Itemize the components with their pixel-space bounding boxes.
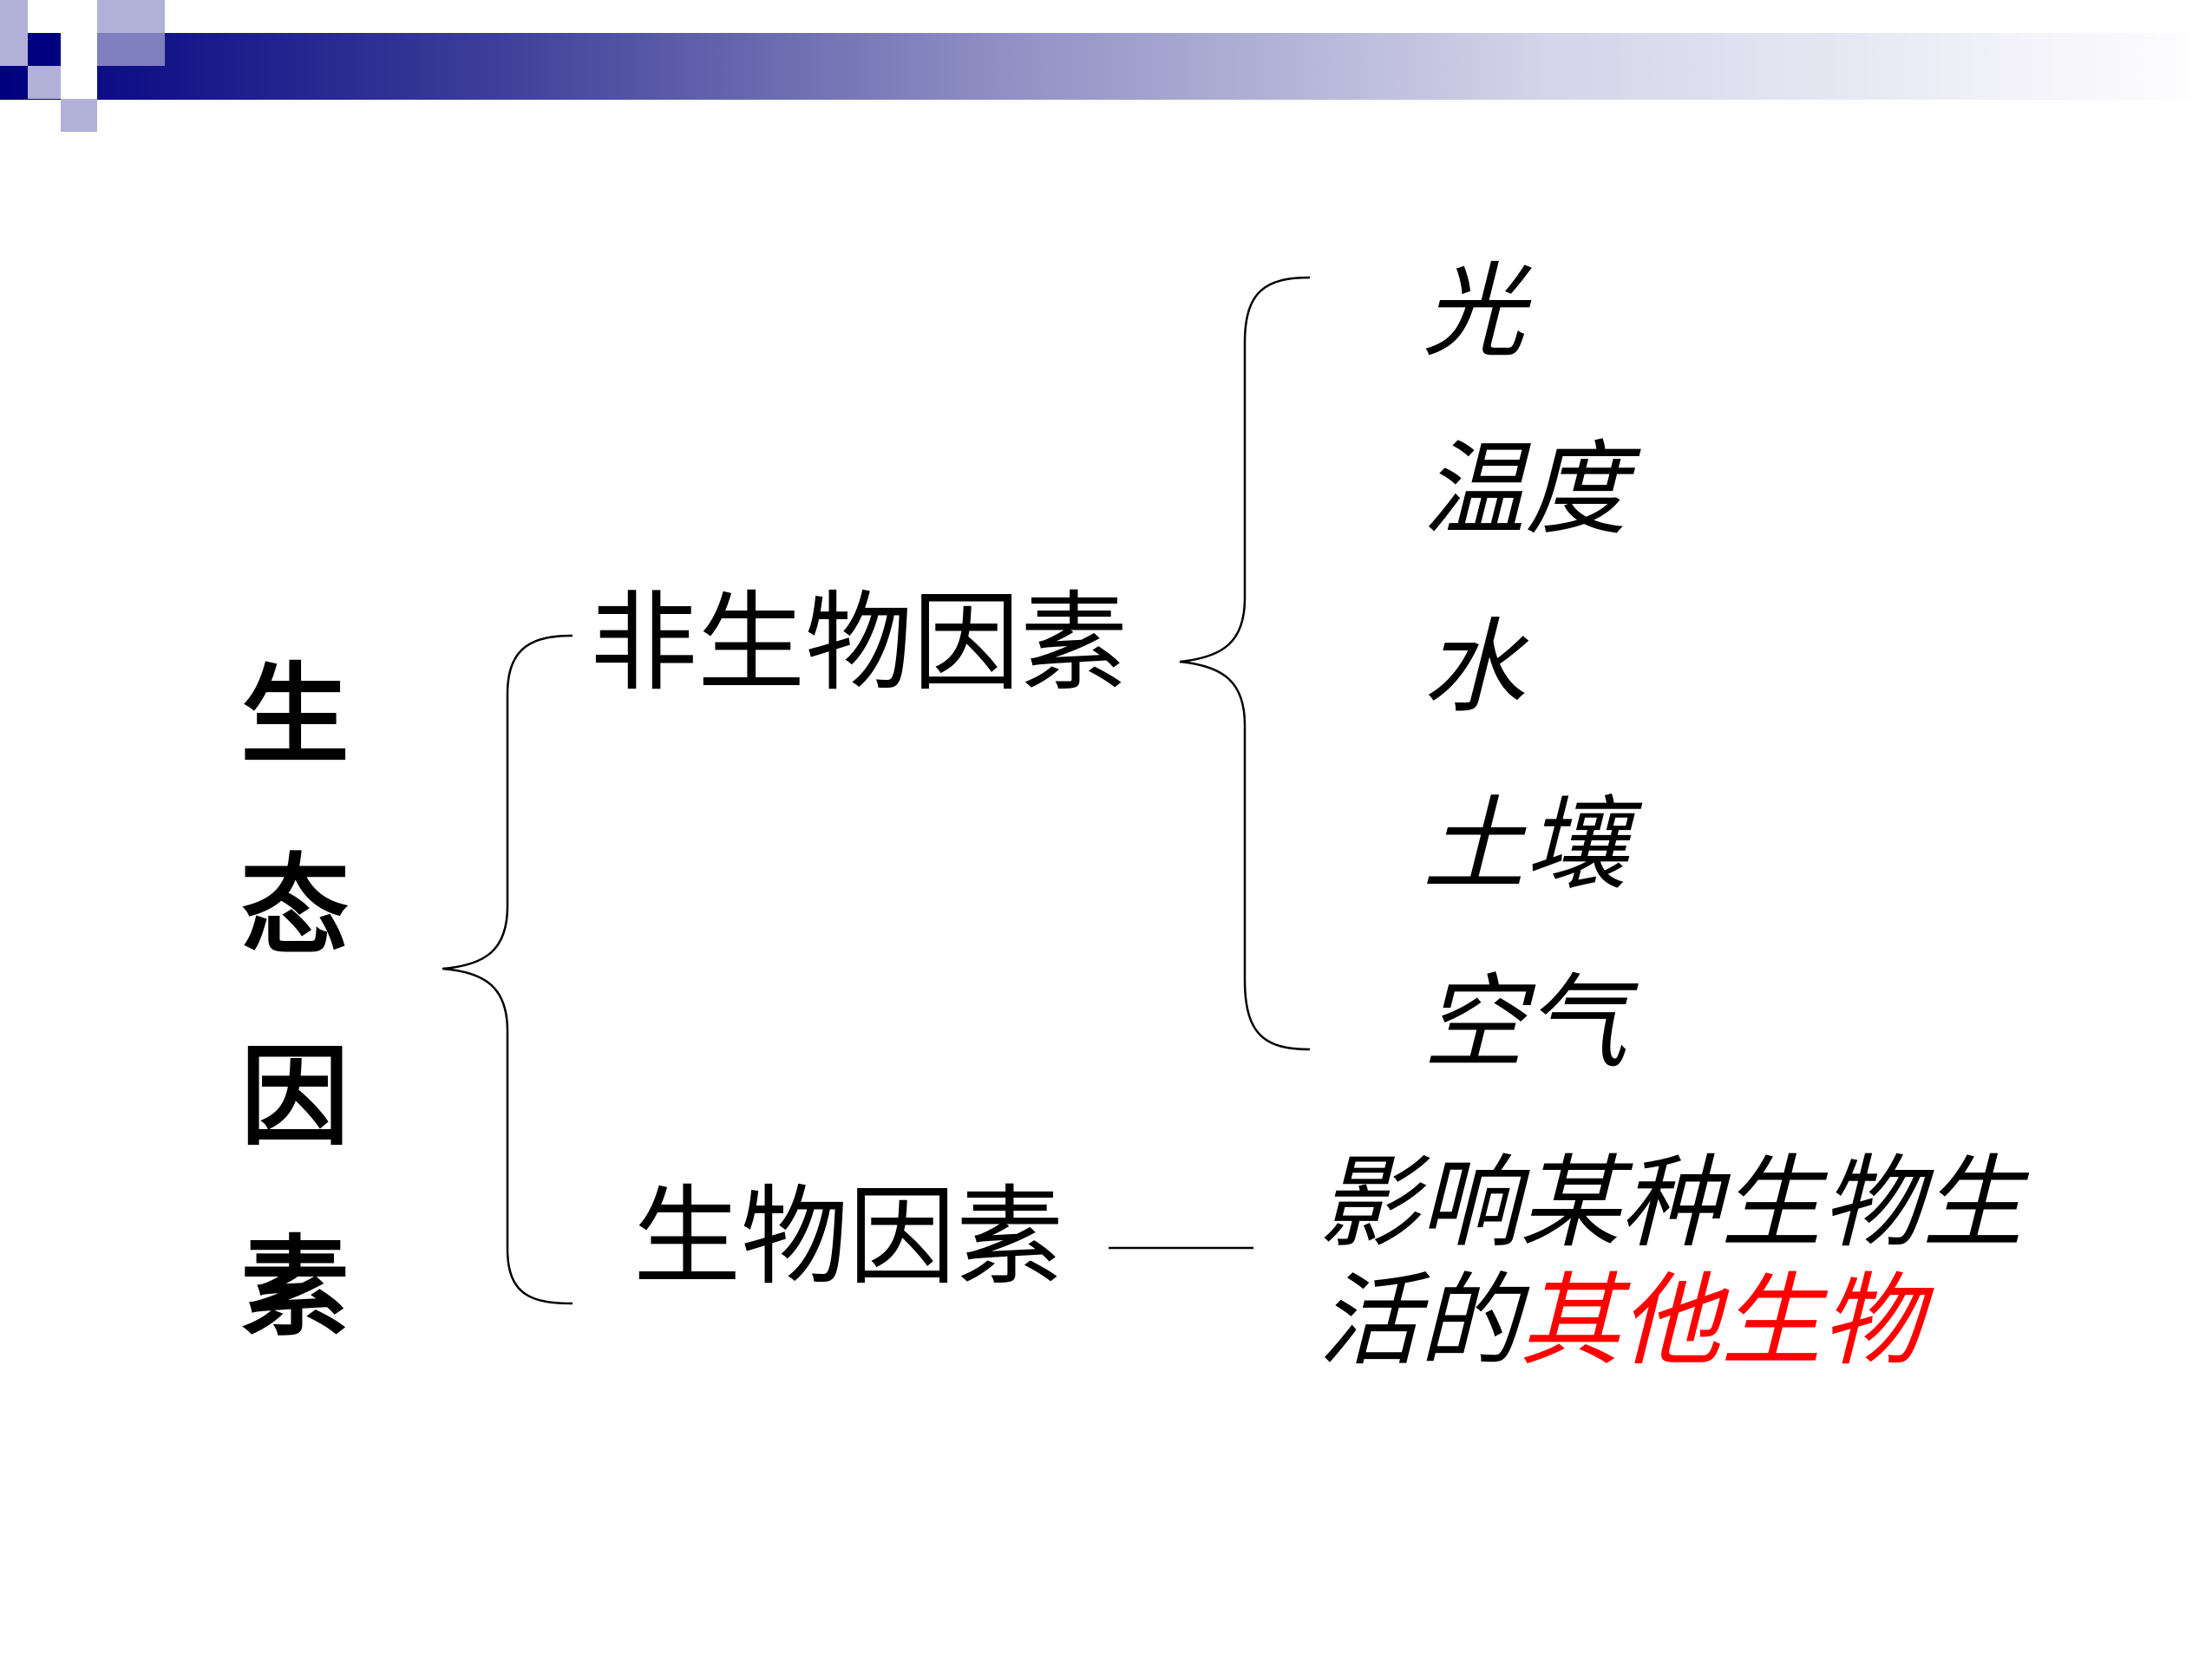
header-square-mid bbox=[97, 33, 165, 66]
header-gradient-bar bbox=[0, 33, 2212, 100]
root-char: 素 bbox=[240, 1225, 350, 1351]
root-char: 态 bbox=[240, 843, 350, 970]
abiotic-item-soil: 土壤 bbox=[1423, 785, 1628, 905]
header-square-dark bbox=[28, 33, 61, 66]
abiotic-item-air: 空气 bbox=[1423, 963, 1628, 1082]
header-square-light-4 bbox=[28, 66, 61, 99]
root-char: 因 bbox=[240, 1034, 350, 1160]
biotic-factors-label: 生物因素 bbox=[633, 1175, 1064, 1300]
header-square-light-5 bbox=[61, 99, 97, 132]
root-title-ecological-factors: 生 态 因 素 bbox=[221, 620, 369, 1383]
header-square-light bbox=[0, 0, 28, 33]
biotic-description: 影响某种生物生活的其他生物 bbox=[1319, 1145, 2099, 1381]
header-square-white-2 bbox=[61, 33, 97, 66]
root-char: 生 bbox=[240, 652, 350, 779]
biotic-description-text: 影响某种生物生活的 bbox=[1319, 1145, 2023, 1380]
header-square-white-3 bbox=[61, 66, 97, 99]
abiotic-factors-label: 非生物因素 bbox=[590, 581, 1129, 706]
abiotic-item-water: 水 bbox=[1423, 607, 1526, 727]
main-brace bbox=[442, 634, 573, 1305]
biotic-description-highlight: 其他生物 bbox=[1520, 1263, 1922, 1380]
abiotic-item-light: 光 bbox=[1423, 251, 1526, 371]
abiotic-item-temperature: 温度 bbox=[1423, 429, 1628, 549]
abiotic-brace bbox=[1179, 276, 1311, 1051]
header-square-light-2 bbox=[97, 0, 165, 33]
header-square-light-3 bbox=[0, 33, 28, 66]
